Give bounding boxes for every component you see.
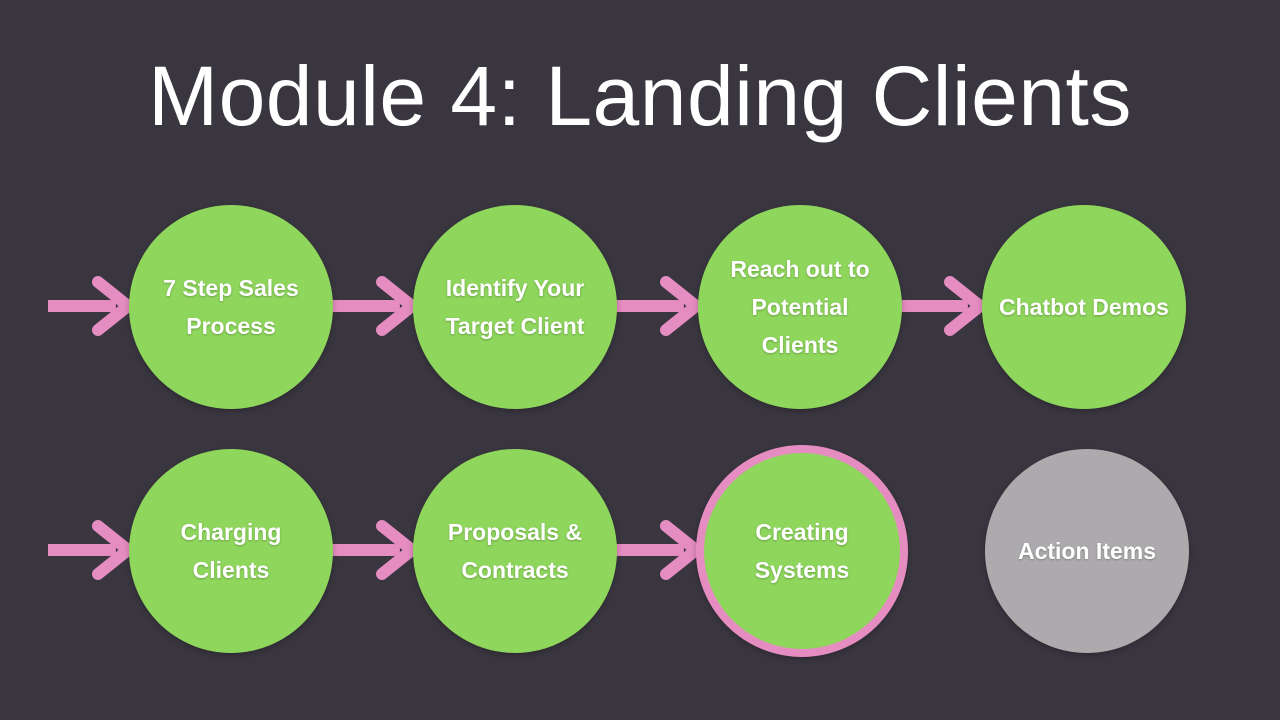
step-label: Chatbot Demos [999, 294, 1169, 320]
arrow-icon [48, 520, 132, 580]
step-node: Charging Clients [129, 449, 333, 653]
step-label: 7 Step Sales Process [163, 275, 299, 339]
step-node: Identify Your Target Client [413, 205, 617, 409]
step-label: Charging Clients [180, 519, 282, 583]
slide-title: Module 4: Landing Clients [148, 49, 1132, 143]
step-label: Action Items [1017, 538, 1157, 564]
arrow-icon [332, 520, 416, 580]
step-node: Proposals & Contracts [413, 449, 617, 653]
arrow-icon [332, 276, 416, 336]
step-node-current: Creating Systems [696, 445, 908, 657]
step-node-upcoming: Action Items [985, 449, 1189, 653]
arrow-icon [48, 276, 132, 336]
step-label: Reach out to Potential Clients [730, 256, 870, 358]
step-node: Reach out to Potential Clients [698, 205, 902, 409]
step-label: Creating Systems [754, 519, 850, 583]
step-node: 7 Step Sales Process [129, 205, 333, 409]
arrow-icon [616, 520, 700, 580]
step-label: Proposals & Contracts [447, 519, 583, 583]
arrow-icon [900, 276, 984, 336]
step-node: Chatbot Demos [982, 205, 1186, 409]
arrow-icon [616, 276, 700, 336]
step-label: Identify Your Target Client [445, 275, 585, 339]
